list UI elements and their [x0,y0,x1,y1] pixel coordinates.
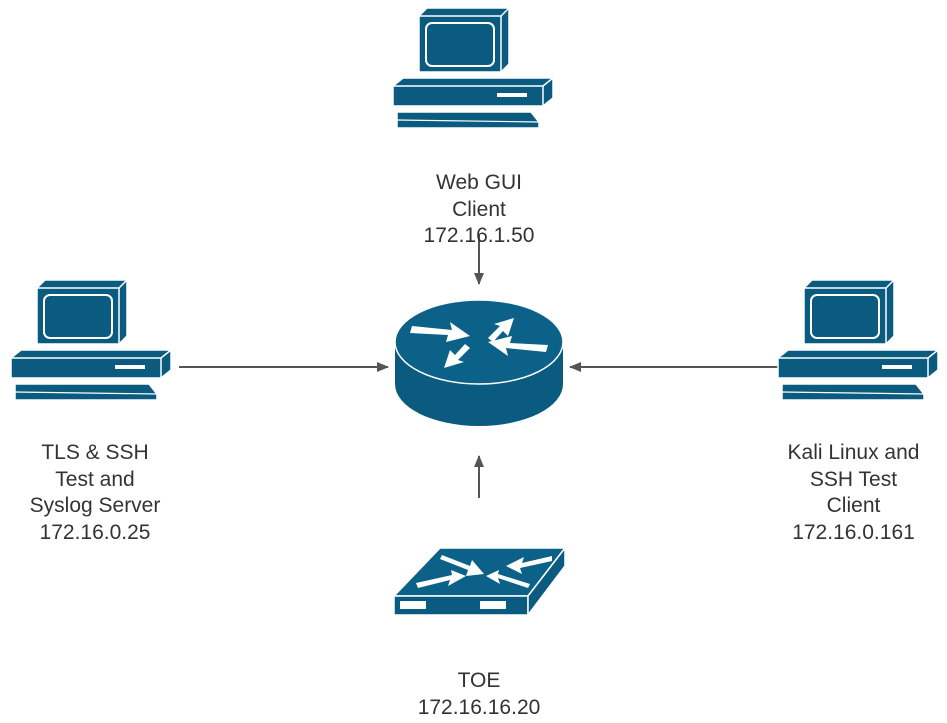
label-line: SSH Test [809,467,898,491]
label-line: Test and [55,467,135,491]
label-line: 172.16.0.25 [39,520,151,544]
label-line: TOE [457,669,501,692]
label-line: Client [826,494,881,517]
label-line: 172.16.16.20 [417,695,541,719]
kali-linux-client-label: Kali Linux and SSH Test Client 172.16.0.… [760,440,947,546]
label-line: Web GUI [436,171,522,194]
label-line: Kali Linux and [787,441,920,464]
label-line: Client [452,197,506,221]
web-gui-client-computer-icon [392,7,554,129]
label-line: 172.16.0.161 [792,520,915,544]
label-line: Syslog Server [29,494,161,517]
toe-label: TOE 172.16.16.20 [379,668,579,721]
toe-switch-icon [393,547,566,616]
label-line: 172.16.1.50 [423,224,535,247]
tls-ssh-syslog-server-computer-icon [10,279,172,401]
kali-linux-client-computer-icon [777,279,939,401]
web-gui-client-label: Web GUI Client 172.16.1.50 [379,170,579,250]
connectors [179,234,778,498]
router-icon [394,299,564,426]
tls-ssh-syslog-server-label: TLS & SSH Test and Syslog Server 172.16.… [0,440,190,546]
label-line: TLS & SSH [41,441,149,464]
